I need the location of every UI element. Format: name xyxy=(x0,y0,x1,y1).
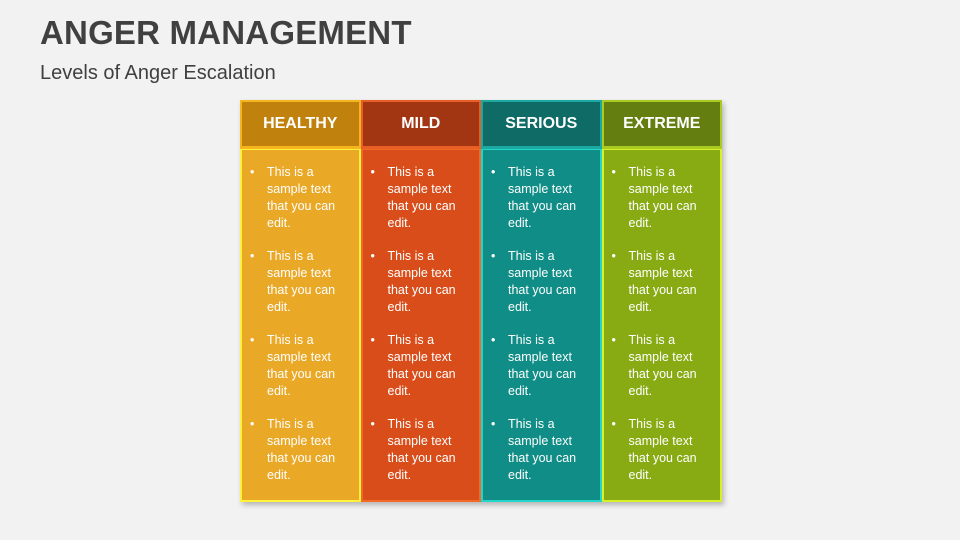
column-header: EXTREME xyxy=(601,100,722,149)
bullet-icon: • xyxy=(611,417,616,431)
list-item: •This is a sample text that you can edit… xyxy=(370,165,456,230)
bullet-icon: • xyxy=(611,249,616,263)
list-item: •This is a sample text that you can edit… xyxy=(370,417,456,482)
bullet-icon: • xyxy=(250,165,255,179)
bullet-icon: • xyxy=(611,165,616,179)
escalation-table: HEALTHY •This is a sample text that you … xyxy=(240,100,722,502)
bullet-icon: • xyxy=(370,165,375,179)
column-body: •This is a sample text that you can edit… xyxy=(481,149,602,502)
column-extreme: EXTREME •This is a sample text that you … xyxy=(601,100,722,502)
column-header: MILD xyxy=(360,100,481,149)
bullet-icon: • xyxy=(370,249,375,263)
list-item: •This is a sample text that you can edit… xyxy=(250,333,336,398)
bullet-icon: • xyxy=(250,417,255,431)
bullet-icon: • xyxy=(370,417,375,431)
list-item: •This is a sample text that you can edit… xyxy=(491,333,577,398)
list-item: •This is a sample text that you can edit… xyxy=(491,417,577,482)
list-item: •This is a sample text that you can edit… xyxy=(250,249,336,314)
list-item: •This is a sample text that you can edit… xyxy=(491,249,577,314)
list-item: •This is a sample text that you can edit… xyxy=(370,333,456,398)
bullet-icon: • xyxy=(370,333,375,347)
column-healthy: HEALTHY •This is a sample text that you … xyxy=(240,100,361,502)
column-body: •This is a sample text that you can edit… xyxy=(601,149,722,502)
list-item: •This is a sample text that you can edit… xyxy=(611,165,697,230)
list-item: •This is a sample text that you can edit… xyxy=(491,165,577,230)
column-body: •This is a sample text that you can edit… xyxy=(360,149,481,502)
list-item: •This is a sample text that you can edit… xyxy=(611,333,697,398)
bullet-icon: • xyxy=(491,417,496,431)
list-item: •This is a sample text that you can edit… xyxy=(611,417,697,482)
bullet-icon: • xyxy=(491,165,496,179)
column-mild: MILD •This is a sample text that you can… xyxy=(360,100,481,502)
column-serious: SERIOUS •This is a sample text that you … xyxy=(481,100,602,502)
column-header: SERIOUS xyxy=(481,100,602,149)
list-item: •This is a sample text that you can edit… xyxy=(611,249,697,314)
column-header: HEALTHY xyxy=(240,100,361,149)
bullet-icon: • xyxy=(250,333,255,347)
list-item: •This is a sample text that you can edit… xyxy=(250,417,336,482)
bullet-icon: • xyxy=(491,333,496,347)
column-body: •This is a sample text that you can edit… xyxy=(240,149,361,502)
list-item: •This is a sample text that you can edit… xyxy=(250,165,336,230)
slide-title: ANGER MANAGEMENT xyxy=(40,14,412,51)
bullet-icon: • xyxy=(250,249,255,263)
list-item: •This is a sample text that you can edit… xyxy=(370,249,456,314)
slide-subtitle: Levels of Anger Escalation xyxy=(40,62,276,84)
bullet-icon: • xyxy=(491,249,496,263)
bullet-icon: • xyxy=(611,333,616,347)
